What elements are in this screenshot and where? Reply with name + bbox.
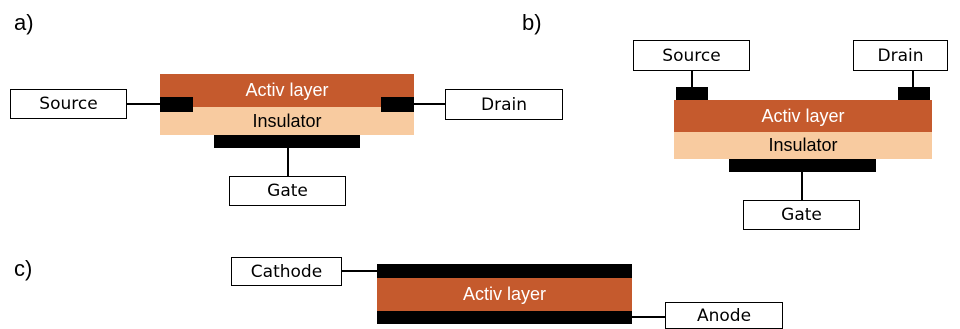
panel-b-source-contact xyxy=(676,87,708,101)
panel-b-drain-contact xyxy=(898,87,930,101)
panel-b-gate-wire xyxy=(801,172,803,200)
panel-c-cathode-box: Cathode xyxy=(231,257,342,286)
panel-c-cathode-wire xyxy=(342,270,378,272)
panel-a-source-wire xyxy=(127,103,161,105)
panel-b-gate-box: Gate xyxy=(743,200,860,230)
panel-a-source-contact xyxy=(160,97,193,112)
panel-b-drain-wire xyxy=(912,71,914,88)
panel-a-source-box: Source xyxy=(10,89,127,119)
panel-c-label: c) xyxy=(14,256,33,281)
panel-c-anode-electrode xyxy=(377,311,632,324)
panel-c-active-layer: Activ layer xyxy=(377,278,632,311)
panel-b-insulator: Insulator xyxy=(674,132,932,159)
panel-a-gate-electrode xyxy=(214,135,360,148)
panel-b-source-box: Source xyxy=(633,40,750,71)
panel-b-label: b) xyxy=(522,10,542,35)
panel-c-anode-wire xyxy=(632,316,665,318)
panel-a-drain-box: Drain xyxy=(445,89,563,120)
panel-a-label: a) xyxy=(14,10,34,35)
panel-a-gate-box: Gate xyxy=(229,176,346,206)
panel-a-drain-contact xyxy=(381,97,414,112)
panel-c-cathode-electrode xyxy=(377,264,632,278)
panel-b-drain-box: Drain xyxy=(853,40,948,71)
panel-c-anode-box: Anode xyxy=(665,302,783,329)
panel-b-gate-electrode xyxy=(729,159,876,172)
panel-a-active-layer: Activ layer xyxy=(160,74,414,107)
panel-b-source-wire xyxy=(691,71,693,88)
panel-a-insulator: Insulator xyxy=(160,107,414,135)
panel-a-gate-wire xyxy=(287,148,289,176)
panel-b-active-layer: Activ layer xyxy=(674,100,932,132)
panel-a-drain-wire xyxy=(414,103,445,105)
